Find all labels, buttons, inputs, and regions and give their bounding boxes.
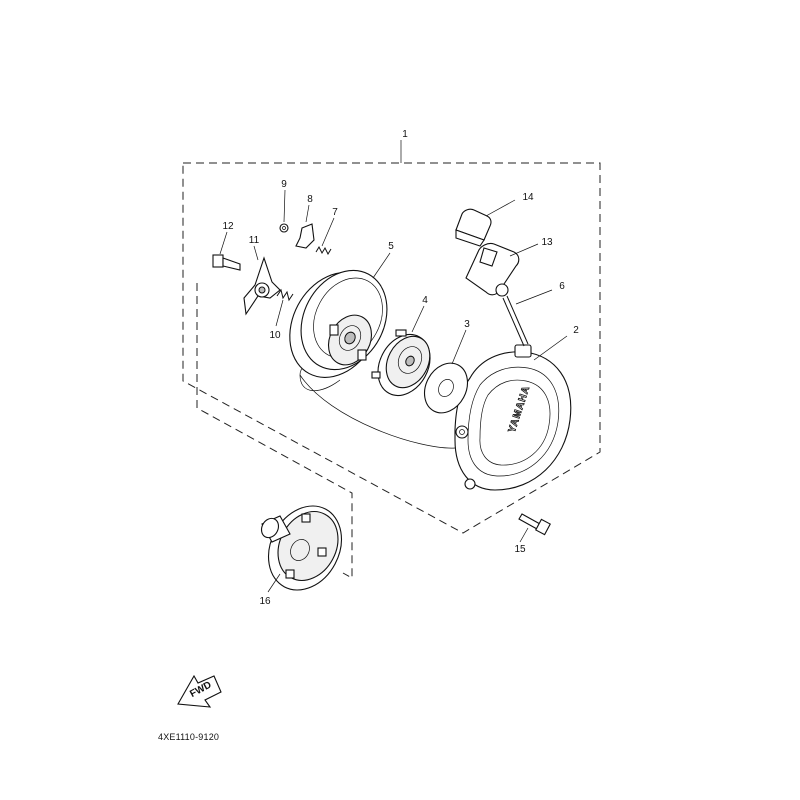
handle-grip xyxy=(455,208,492,247)
rope-reel xyxy=(289,269,388,378)
callout-6: 6 xyxy=(559,281,565,292)
cover-bolt xyxy=(518,513,551,536)
spring-case xyxy=(371,329,431,396)
callout-8: 8 xyxy=(307,194,313,205)
small-spring xyxy=(315,245,332,256)
callout-12: 12 xyxy=(222,221,234,232)
callout-4: 4 xyxy=(422,295,428,306)
starter-pulley xyxy=(260,505,342,591)
clip xyxy=(279,223,289,233)
callout-2: 2 xyxy=(573,325,579,336)
leader-lines xyxy=(219,189,568,593)
forward-arrow-icon: FWD xyxy=(177,674,222,708)
callout-3: 3 xyxy=(464,319,470,330)
callout-1: 1 xyxy=(402,129,408,140)
assembly-boundary xyxy=(182,162,601,534)
callout-labels: 1 2 3 4 5 6 7 8 9 10 11 12 13 14 15 16 xyxy=(222,129,579,607)
washer xyxy=(423,362,469,414)
callout-15: 15 xyxy=(514,544,526,555)
callout-13: 13 xyxy=(541,237,553,248)
callout-11: 11 xyxy=(249,235,260,246)
callout-9: 9 xyxy=(281,179,287,190)
diagram-reference-code: 4XE1110-9120 xyxy=(158,732,220,742)
ratchet-plate xyxy=(243,256,281,316)
callout-5: 5 xyxy=(388,241,394,252)
subassembly-bracket xyxy=(196,283,353,579)
callout-16: 16 xyxy=(259,596,271,607)
center-bolt xyxy=(212,254,241,271)
callout-10: 10 xyxy=(269,330,281,341)
starter-cover: YAMAHA xyxy=(454,344,572,491)
starter-handle xyxy=(465,242,520,297)
callout-7: 7 xyxy=(332,207,338,218)
friction-plate xyxy=(295,223,315,249)
callout-14: 14 xyxy=(522,192,534,203)
pawl-spring xyxy=(276,288,294,302)
